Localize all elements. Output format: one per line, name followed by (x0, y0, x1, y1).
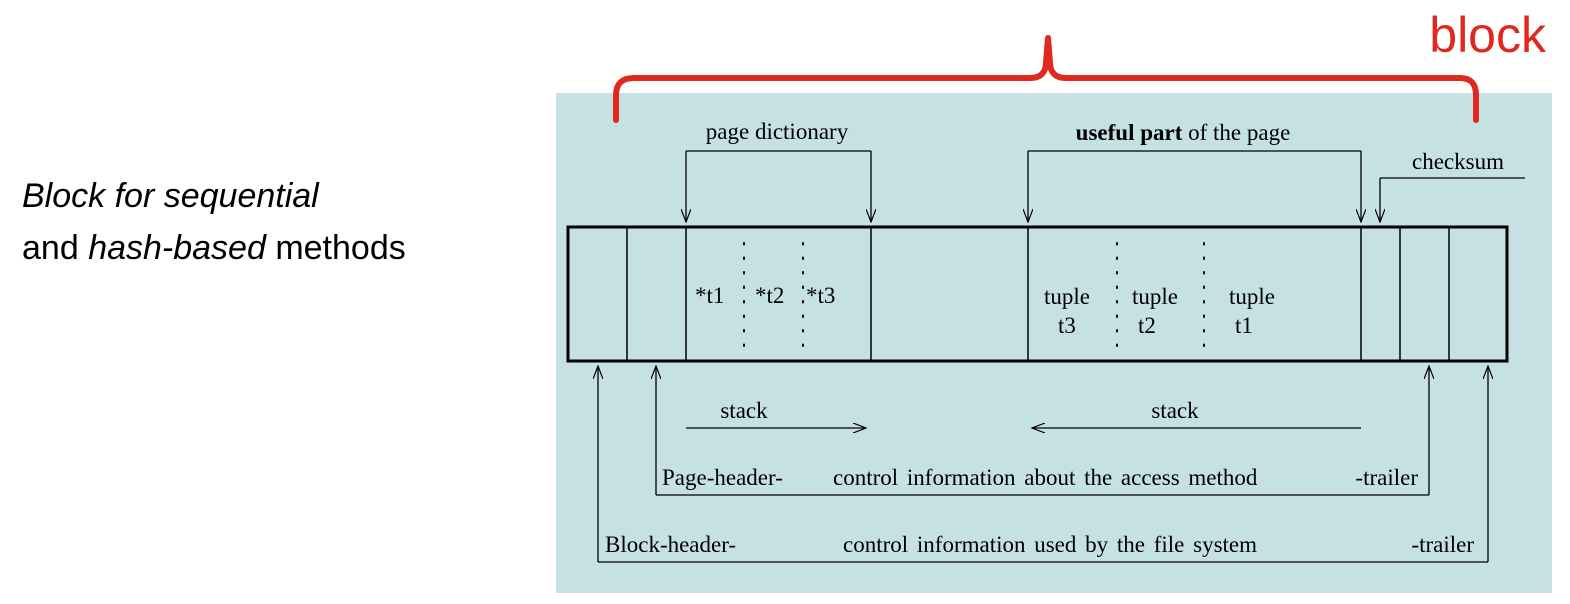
tuple-t3-word: tuple (1044, 284, 1090, 309)
useful-part-bracket (1028, 150, 1361, 222)
block-header-label: Block-header- (605, 532, 736, 557)
title-italic-2: hash-based (88, 229, 266, 267)
page-dictionary-label: page dictionary (706, 119, 849, 144)
block-rectangle (566, 225, 1509, 363)
useful-part-label: useful part of the page (1076, 120, 1291, 145)
slide-title: Block for sequential and hash-based meth… (22, 170, 406, 274)
pointer-t3: *t3 (806, 283, 835, 308)
diagram-panel (556, 93, 1552, 593)
page-trailer-label: -trailer (1355, 465, 1418, 490)
title-plain-2: methods (265, 229, 406, 267)
page-dictionary-bracket (686, 150, 871, 222)
block-label: block (1429, 7, 1547, 63)
checksum-arrow (1380, 177, 1525, 222)
stack-right-label: stack (1151, 398, 1199, 423)
tuple-t3-id: t3 (1058, 313, 1076, 338)
block-brace (613, 35, 1479, 123)
block-trailer-label: -trailer (1411, 532, 1474, 557)
tuple-t1-id: t1 (1235, 313, 1253, 338)
title-plain-1: and (22, 229, 89, 267)
block-control-info: control information used by the file sys… (843, 532, 1257, 557)
pointer-t2: *t2 (755, 283, 784, 308)
block-control-connector (598, 366, 1488, 563)
page-control-info: control information about the access met… (833, 465, 1258, 490)
useful-part-rest: of the page (1182, 120, 1290, 145)
pointer-t1: *t1 (695, 283, 724, 308)
page-control-connector (656, 366, 1429, 496)
title-line-1: Block for sequential (22, 170, 406, 222)
stack-left-label: stack (720, 398, 768, 423)
tuple-t2-id: t2 (1138, 313, 1156, 338)
tuple-t2-word: tuple (1132, 284, 1178, 309)
title-line-2: and hash-based methods (22, 222, 406, 274)
dotted-separators (743, 242, 1205, 349)
block-dividers (626, 227, 1450, 361)
checksum-label: checksum (1412, 149, 1504, 174)
useful-part-bold: useful part (1076, 120, 1183, 145)
title-italic-1: Block for sequential (22, 177, 319, 215)
page-header-label: Page-header- (662, 465, 783, 490)
tuple-t1-word: tuple (1229, 284, 1275, 309)
